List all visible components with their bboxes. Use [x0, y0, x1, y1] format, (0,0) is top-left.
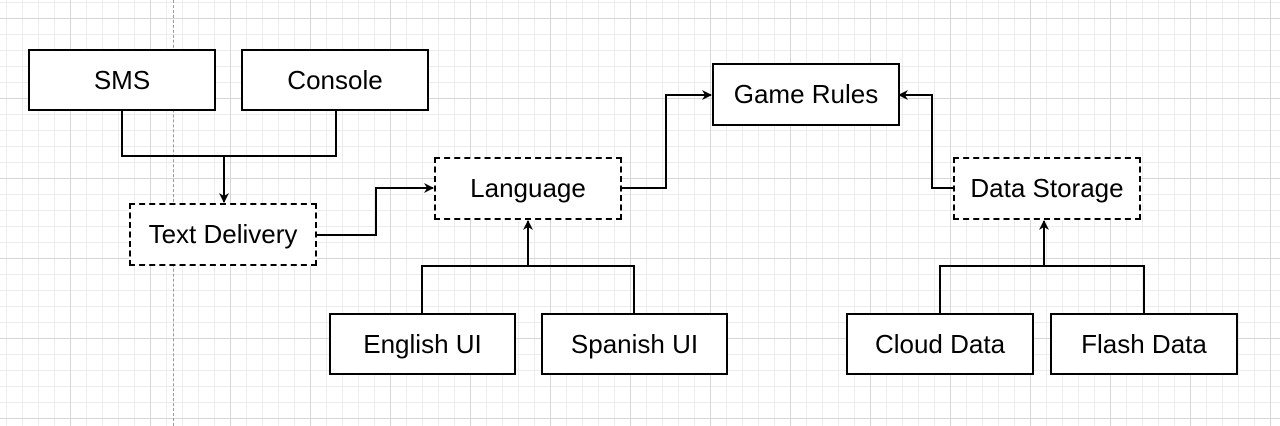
node-cloud-data[interactable]: Cloud Data — [846, 313, 1034, 375]
node-text-delivery[interactable]: Text Delivery — [129, 203, 317, 266]
edge-text-delivery-to-language[interactable] — [317, 183, 434, 236]
node-console[interactable]: Console — [241, 49, 429, 111]
node-english-ui[interactable]: English UI — [329, 313, 516, 375]
edge-language-to-game-rules[interactable] — [622, 90, 712, 189]
edge-flash-data-to-data-storage[interactable] — [1044, 265, 1145, 313]
edge-cloud-data-to-data-storage[interactable] — [939, 220, 1049, 313]
node-data-storage[interactable]: Data Storage — [953, 157, 1141, 220]
edge-console-to-text-delivery[interactable] — [224, 111, 337, 157]
node-spanish-ui[interactable]: Spanish UI — [541, 313, 728, 375]
edge-spanish-ui-to-language[interactable] — [528, 265, 635, 313]
node-sms[interactable]: SMS — [28, 49, 216, 111]
node-language[interactable]: Language — [434, 157, 622, 220]
edge-data-storage-to-game-rules[interactable] — [898, 90, 953, 189]
edge-sms-to-text-delivery[interactable] — [121, 111, 229, 203]
node-flash-data[interactable]: Flash Data — [1050, 313, 1238, 375]
edge-english-ui-to-language[interactable] — [421, 220, 533, 313]
node-game-rules[interactable]: Game Rules — [712, 63, 900, 126]
